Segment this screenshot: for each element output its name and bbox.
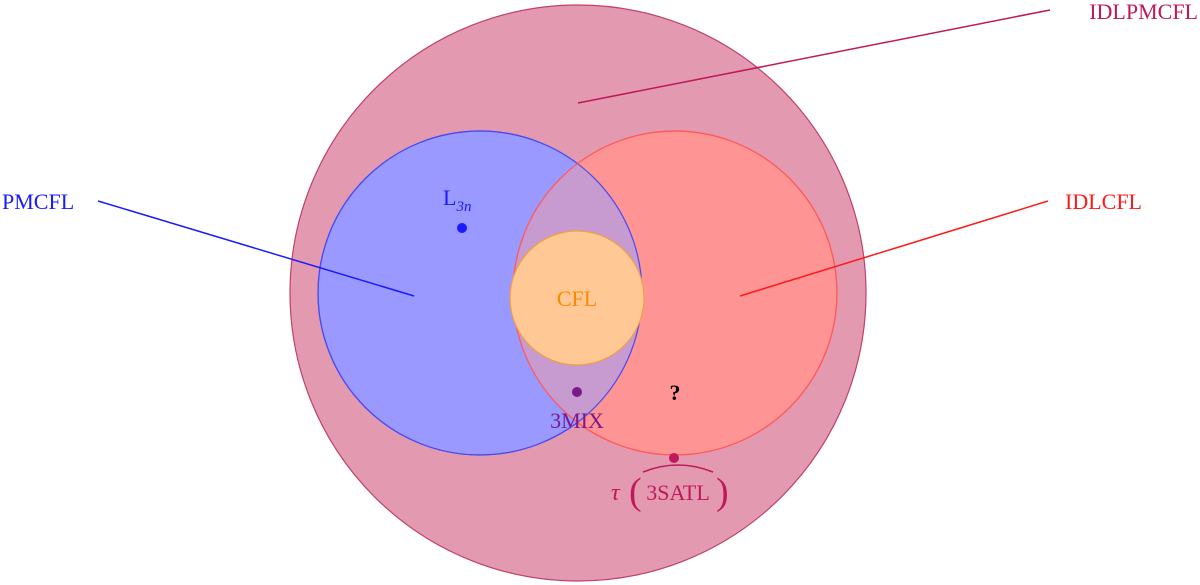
point-l3n-label: L3n	[443, 185, 471, 215]
point-mix-label: 3MIX	[550, 408, 604, 433]
tau-hat-accent	[642, 464, 714, 473]
right-label: IDLCFL	[1065, 189, 1142, 214]
outer-label: IDLPMCFL	[1089, 0, 1198, 24]
tau-label: τ ( 3SATL )	[611, 464, 729, 513]
center-set-cfl	[509, 230, 645, 366]
unknown-marker: ?	[670, 380, 681, 405]
point-mix-dot	[572, 387, 582, 397]
center-label: CFL	[557, 286, 597, 311]
tau-symbol: τ	[611, 480, 621, 506]
left-leader-line	[97, 200, 415, 297]
point-l3n-dot	[457, 223, 467, 233]
outer-leader-line	[577, 9, 1051, 104]
right-leader-line	[739, 200, 1049, 297]
tau-argument: 3SATL	[646, 480, 710, 505]
point-tau-dot	[669, 453, 679, 463]
point-l3n-base: L	[443, 185, 456, 210]
point-l3n-sub: 3n	[455, 199, 471, 215]
left-label: PMCFL	[2, 189, 74, 214]
tau-paren-close: )	[716, 471, 729, 513]
tau-paren-open: (	[629, 471, 642, 513]
overlap-region	[513, 131, 642, 455]
